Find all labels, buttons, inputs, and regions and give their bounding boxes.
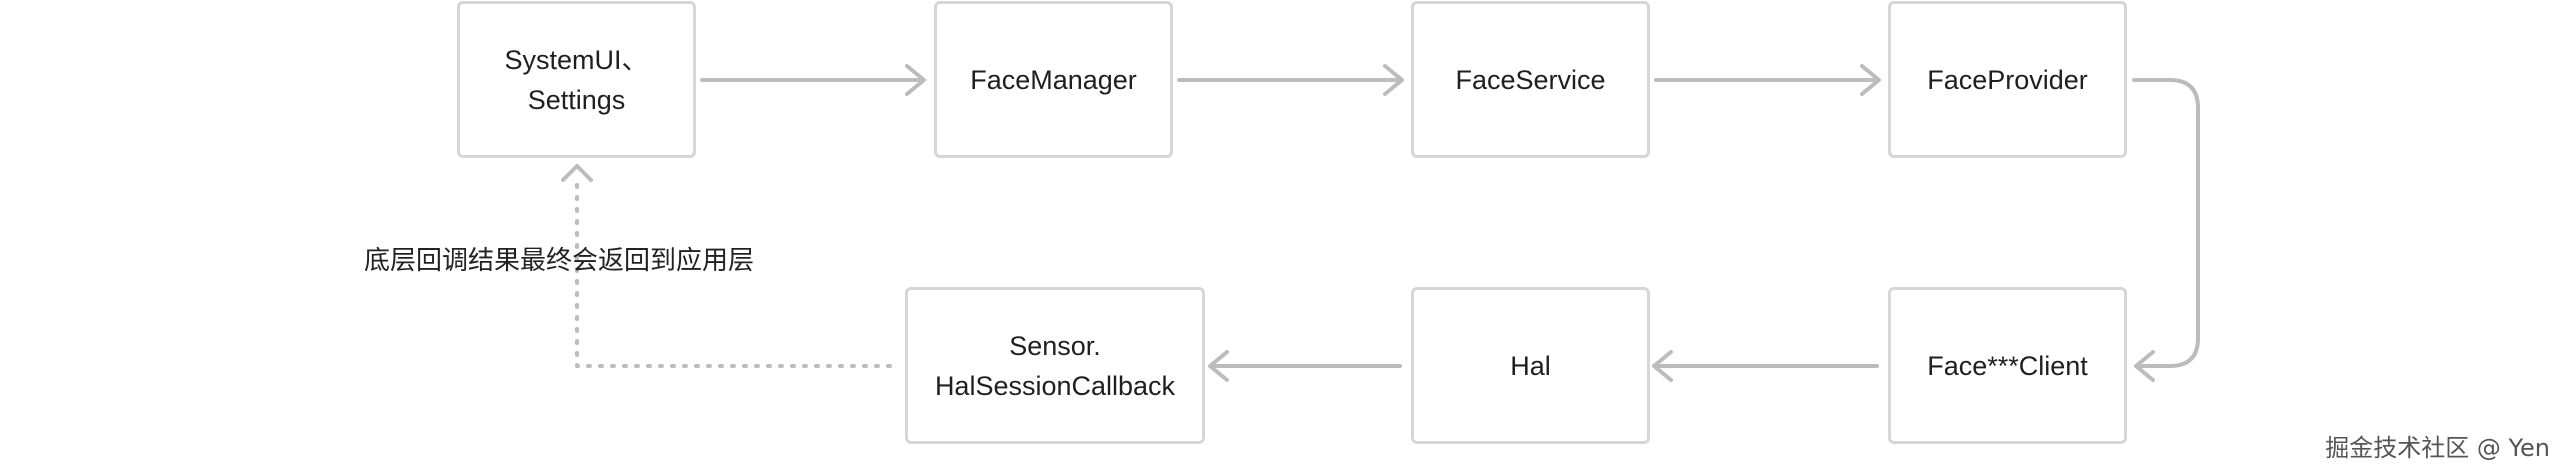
dotted-return-arrow [561,164,892,368]
arrow-faceclient-to-hal [1652,350,1879,382]
arrow-hal-to-sensorcallback [1208,350,1402,382]
node-face-manager-label: FaceManager [970,64,1137,95]
return-path-caption: 底层回调结果最终会返回到应用层 [364,246,755,276]
arrow-faceservice-to-faceprovider [1654,64,1881,96]
node-hal-label: Hal [1510,350,1551,381]
node-face-client: Face***Client [1888,287,2127,444]
node-hal: Hal [1411,287,1650,444]
node-face-service-label: FaceService [1455,64,1606,95]
watermark: 掘金技术社区 @ Yen [2325,434,2550,462]
node-systemui-settings: SystemUI、 Settings [457,1,696,158]
node-sensor-line-2: HalSessionCallback [934,370,1176,401]
node-face-provider-label: FaceProvider [1927,64,2088,95]
node-face-service: FaceService [1411,1,1650,158]
node-systemui-settings-line-2: Settings [527,84,626,115]
node-face-manager: FaceManager [934,1,1173,158]
arrow-faceprovider-to-faceclient [2132,78,2200,382]
node-sensor-line-1: Sensor. [1009,330,1101,361]
node-sensor-halsessioncallback: Sensor. HalSessionCallback [905,287,1205,444]
arrow-systemui-to-facemanager [700,64,926,96]
arrow-facemanager-to-faceservice [1177,64,1404,96]
node-face-provider: FaceProvider [1888,1,2127,158]
node-systemui-settings-line-1: SystemUI、 [504,44,649,75]
node-face-client-label: Face***Client [1927,350,2088,381]
